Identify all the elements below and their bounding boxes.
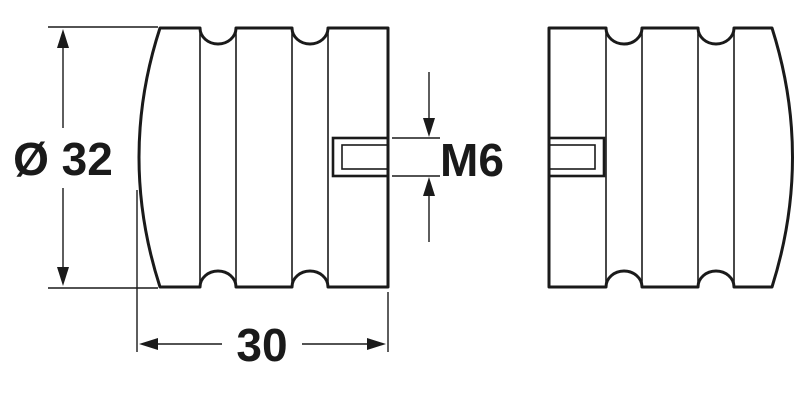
diameter-dimension: Ø 32 xyxy=(13,26,158,289)
right-view-outline xyxy=(547,26,794,289)
left-thread-bore-inner xyxy=(341,144,389,170)
thread-arrow-bottom xyxy=(423,177,435,196)
diameter-label: Ø 32 xyxy=(13,133,113,185)
thread-label: M6 xyxy=(440,134,504,186)
length-arrow-left xyxy=(139,338,158,350)
left-view-outline xyxy=(137,26,390,289)
diameter-arrow-bottom xyxy=(57,267,69,286)
right-view xyxy=(547,26,794,289)
length-label: 30 xyxy=(236,319,287,371)
thread-arrow-top xyxy=(423,118,435,137)
length-dimension: 30 xyxy=(136,190,389,371)
diameter-arrow-top xyxy=(57,29,69,48)
right-thread-bore-inner xyxy=(548,144,596,170)
thread-dimension: M6 xyxy=(392,72,504,242)
left-view xyxy=(137,26,390,289)
length-arrow-right xyxy=(367,338,386,350)
